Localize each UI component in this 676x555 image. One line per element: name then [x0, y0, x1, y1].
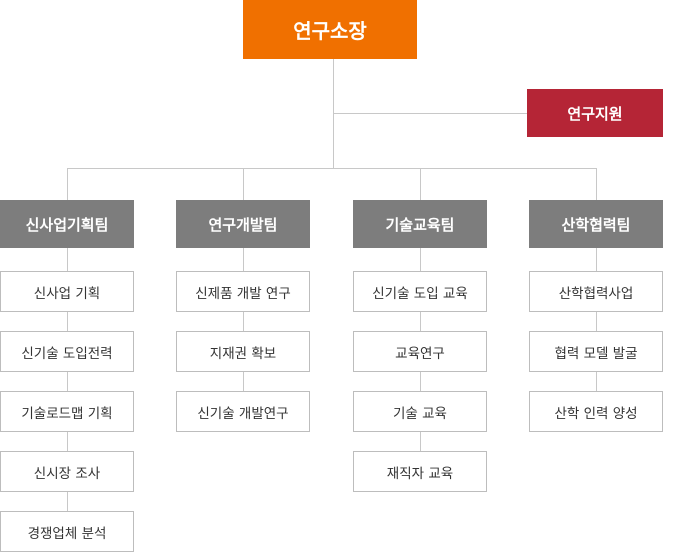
item-box: 산학 인력 양성	[529, 391, 663, 432]
item-box: 기술 교육	[353, 391, 487, 432]
item-box: 신시장 조사	[0, 451, 134, 492]
item-box: 신제품 개발 연구	[176, 271, 310, 312]
item-box: 경쟁업체 분석	[0, 511, 134, 552]
item-box: 신사업 기획	[0, 271, 134, 312]
item-box: 신기술 개발연구	[176, 391, 310, 432]
research-support-box: 연구지원	[527, 89, 663, 137]
team-new-business-planning: 신사업기획팀	[0, 200, 134, 248]
item-box: 재직자 교육	[353, 451, 487, 492]
team-research-development: 연구개발팀	[176, 200, 310, 248]
item-box: 협력 모델 발굴	[529, 331, 663, 372]
team-industry-academia: 산학협력팀	[529, 200, 663, 248]
item-box: 지재권 확보	[176, 331, 310, 372]
director-box: 연구소장	[243, 0, 417, 59]
team-technical-education: 기술교육팀	[353, 200, 487, 248]
item-box: 교육연구	[353, 331, 487, 372]
item-box: 산학협력사업	[529, 271, 663, 312]
item-box: 기술로드맵 기획	[0, 391, 134, 432]
item-box: 신기술 도입전력	[0, 331, 134, 372]
item-box: 신기술 도입 교육	[353, 271, 487, 312]
